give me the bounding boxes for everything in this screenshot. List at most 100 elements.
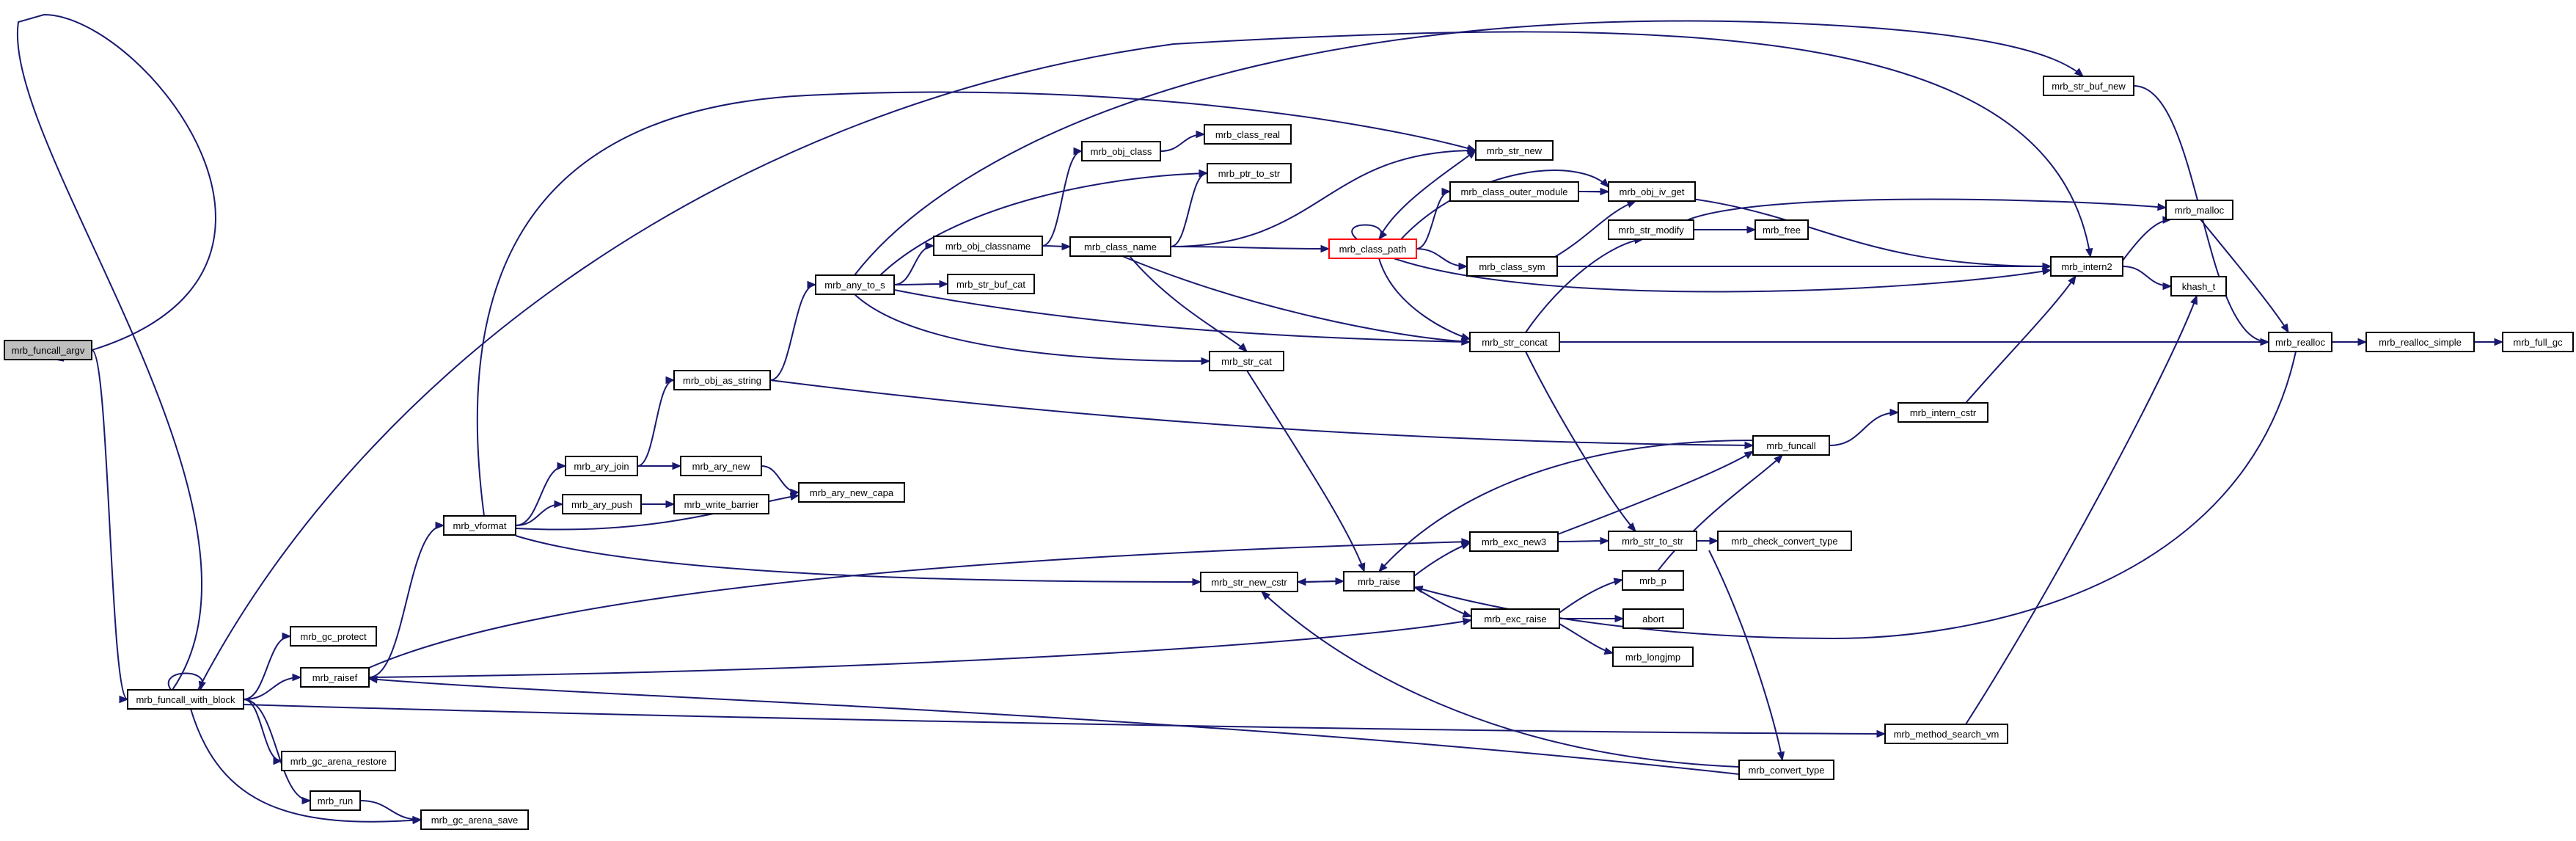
node-box [1081, 141, 1161, 161]
node-mrb-funcall[interactable]: mrb_funcall [1752, 435, 1830, 456]
node-box [290, 626, 377, 647]
arrowhead-mrb_ary_join-to-mrb_obj_as_string [665, 376, 676, 385]
node-mrb-malloc[interactable]: mrb_malloc [2165, 200, 2233, 220]
node-mrb-ary-new-capa[interactable]: mrb_ary_new_capa [798, 482, 905, 503]
edge-mrb_raise-to-mrb_exc_raise [1413, 586, 1472, 617]
edge-mrb_funcall_argv-to-mrb_funcall_with_block [91, 349, 128, 700]
node-box [1204, 124, 1292, 145]
arrowhead-mrb_class_name-to-mrb_ptr_to_str [1199, 169, 1209, 178]
node-mrb-convert-type[interactable]: mrb_convert_type [1738, 760, 1834, 780]
node-mrb-ary-push[interactable]: mrb_ary_push [562, 494, 642, 514]
node-box [2365, 332, 2475, 352]
node-mrb-str-new-cstr[interactable]: mrb_str_new_cstr [1200, 572, 1298, 592]
node-mrb-class-path[interactable]: mrb_class_path [1328, 239, 1417, 259]
node-mrb-str-to-str[interactable]: mrb_str_to_str [1608, 531, 1697, 551]
node-mrb-ary-new[interactable]: mrb_ary_new [680, 456, 762, 476]
node-box [1200, 572, 1298, 592]
edge-mrb_class_name-to-mrb_str_new [1170, 150, 1477, 247]
node-mrb-str-buf-cat[interactable]: mrb_str_buf_cat [947, 274, 1035, 294]
node-mrb-intern-cstr[interactable]: mrb_intern_cstr [1898, 402, 1988, 423]
node-mrb-funcall-argv[interactable]: mrb_funcall_argv [4, 340, 92, 360]
node-mrb-realloc[interactable]: mrb_realloc [2268, 332, 2332, 352]
arrowhead-mrb_intern2-to-khash_t [2162, 282, 2173, 291]
node-mrb-free[interactable]: mrb_free [1754, 219, 1809, 240]
arrowhead-mrb_class_sym-to-mrb_intern2 [2042, 262, 2052, 271]
node-box [2165, 200, 2233, 220]
arrowhead-mrb_obj_as_string-to-mrb_any_to_s [807, 280, 817, 289]
node-mrb-str-modify[interactable]: mrb_str_modify [1608, 219, 1694, 240]
node-label: mrb_p [1639, 575, 1666, 586]
node-mrb-gc-arena-save[interactable]: mrb_gc_arena_save [420, 809, 529, 830]
node-mrb-exc-new3[interactable]: mrb_exc_new3 [1469, 531, 1559, 552]
node-mrb-full-gc[interactable]: mrb_full_gc [2502, 332, 2574, 352]
node-box [300, 667, 370, 688]
node-box [1608, 219, 1694, 240]
node-mrb-str-cat[interactable]: mrb_str_cat [1209, 351, 1284, 371]
node-mrb-run[interactable]: mrb_run [310, 790, 361, 811]
node-mrb-funcall-with-block[interactable]: mrb_funcall_with_block [127, 689, 244, 710]
arrowhead-mrb_any_to_s-to-mrb_str_buf_cat [939, 280, 949, 288]
node-mrb-class-real[interactable]: mrb_class_real [1204, 124, 1292, 145]
node-box [1612, 647, 1694, 667]
node-mrb-method-search-vm[interactable]: mrb_method_search_vm [1884, 724, 2008, 744]
edge-mrb_class_name-to-mrb_str_concat [1121, 255, 1471, 343]
node-mrb-obj-class[interactable]: mrb_obj_class [1081, 141, 1161, 161]
node-mrb-obj-iv-get[interactable]: mrb_obj_iv_get [1608, 181, 1696, 202]
node-mrb-str-buf-new[interactable]: mrb_str_buf_new [2043, 76, 2134, 96]
node-label: mrb_obj_as_string [683, 375, 761, 386]
node-khash-t[interactable]: khash_t [2170, 276, 2227, 296]
arrowhead-mrb_funcall_with_block-to-mrb_intern2 [2085, 247, 2093, 258]
node-mrb-intern2[interactable]: mrb_intern2 [2050, 256, 2123, 277]
edge-mrb_realloc-to-mrb_raise [1413, 351, 2297, 640]
node-label: mrb_any_to_s [824, 280, 885, 291]
node-mrb-p[interactable]: mrb_p [1622, 570, 1684, 591]
arrowhead-mrb_exc_new3-to-mrb_funcall [1743, 451, 1754, 459]
edge-mrb_exc_new3-to-mrb_funcall [1557, 451, 1754, 535]
node-box [798, 482, 905, 503]
node-box [1209, 351, 1284, 371]
node-label: mrb_realloc_simple [2379, 337, 2462, 348]
edge-mrb_convert_type-to-mrb_str_new_cstr [1261, 591, 1740, 768]
node-mrb-exc-raise[interactable]: mrb_exc_raise [1471, 608, 1560, 629]
node-label: khash_t [2182, 281, 2216, 292]
arrowhead-mrb_obj_classname-to-mrb_obj_class [1073, 147, 1083, 156]
node-mrb-obj-as-string[interactable]: mrb_obj_as_string [673, 370, 771, 390]
node-mrb-ary-join[interactable]: mrb_ary_join [565, 456, 638, 476]
node-mrb-ptr-to-str[interactable]: mrb_ptr_to_str [1207, 163, 1292, 183]
node-box [1466, 256, 1558, 277]
edge-mrb_str_concat-to-mrb_str_modify [1525, 239, 1644, 333]
node-mrb-obj-classname[interactable]: mrb_obj_classname [933, 236, 1043, 256]
node-mrb-class-name[interactable]: mrb_class_name [1069, 236, 1171, 257]
arrowhead-mrb_realloc-to-mrb_realloc_simple [2357, 338, 2368, 346]
node-mrb-longjmp[interactable]: mrb_longjmp [1612, 647, 1694, 667]
node-abort[interactable]: abort [1622, 608, 1684, 629]
node-mrb-gc-arena-restore[interactable]: mrb_gc_arena_restore [281, 751, 396, 771]
edge-mrb_exc_raise-to-mrb_longjmp [1559, 623, 1614, 654]
node-mrb-any-to-s[interactable]: mrb_any_to_s [815, 274, 895, 295]
arrowhead-mrb_str_to_str-to-mrb_check_convert_type [1709, 536, 1719, 545]
arrowhead-mrb_str_modify-to-mrb_malloc [2157, 203, 2167, 211]
node-box [127, 689, 244, 710]
edge-mrb_funcall_with_block-to-mrb_gc_protect [243, 636, 291, 700]
node-mrb-check-convert-type[interactable]: mrb_check_convert_type [1717, 531, 1852, 551]
node-mrb-realloc-simple[interactable]: mrb_realloc_simple [2365, 332, 2475, 352]
arrowhead-mrb_class_path-to-mrb_str_new [1466, 150, 1477, 159]
node-label: mrb_convert_type [1748, 765, 1824, 776]
node-label: mrb_ary_new [692, 461, 750, 472]
node-mrb-str-new[interactable]: mrb_str_new [1475, 140, 1554, 161]
arrowhead-mrb_str_to_str-to-mrb_convert_type [1777, 751, 1785, 762]
edge-mrb_obj_as_string-to-mrb_funcall [769, 379, 1754, 446]
node-box [1207, 163, 1292, 183]
node-mrb-class-outer-module[interactable]: mrb_class_outer_module [1449, 181, 1579, 202]
node-box [1622, 570, 1684, 591]
node-mrb-write-barrier[interactable]: mrb_write_barrier [673, 494, 769, 514]
node-mrb-str-concat[interactable]: mrb_str_concat [1469, 332, 1560, 352]
arrowhead-mrb_funcall_argv-to-mrb_funcall_with_block [119, 695, 129, 704]
node-mrb-gc-protect[interactable]: mrb_gc_protect [290, 626, 377, 647]
node-mrb-class-sym[interactable]: mrb_class_sym [1466, 256, 1558, 277]
node-label: mrb_longjmp [1625, 652, 1680, 663]
node-mrb-vformat[interactable]: mrb_vformat [443, 515, 516, 536]
arrowhead-mrb_class_path-to-mrb_class_path [1378, 230, 1388, 241]
node-mrb-raisef[interactable]: mrb_raisef [300, 667, 370, 688]
node-mrb-raise[interactable]: mrb_raise [1343, 571, 1415, 591]
